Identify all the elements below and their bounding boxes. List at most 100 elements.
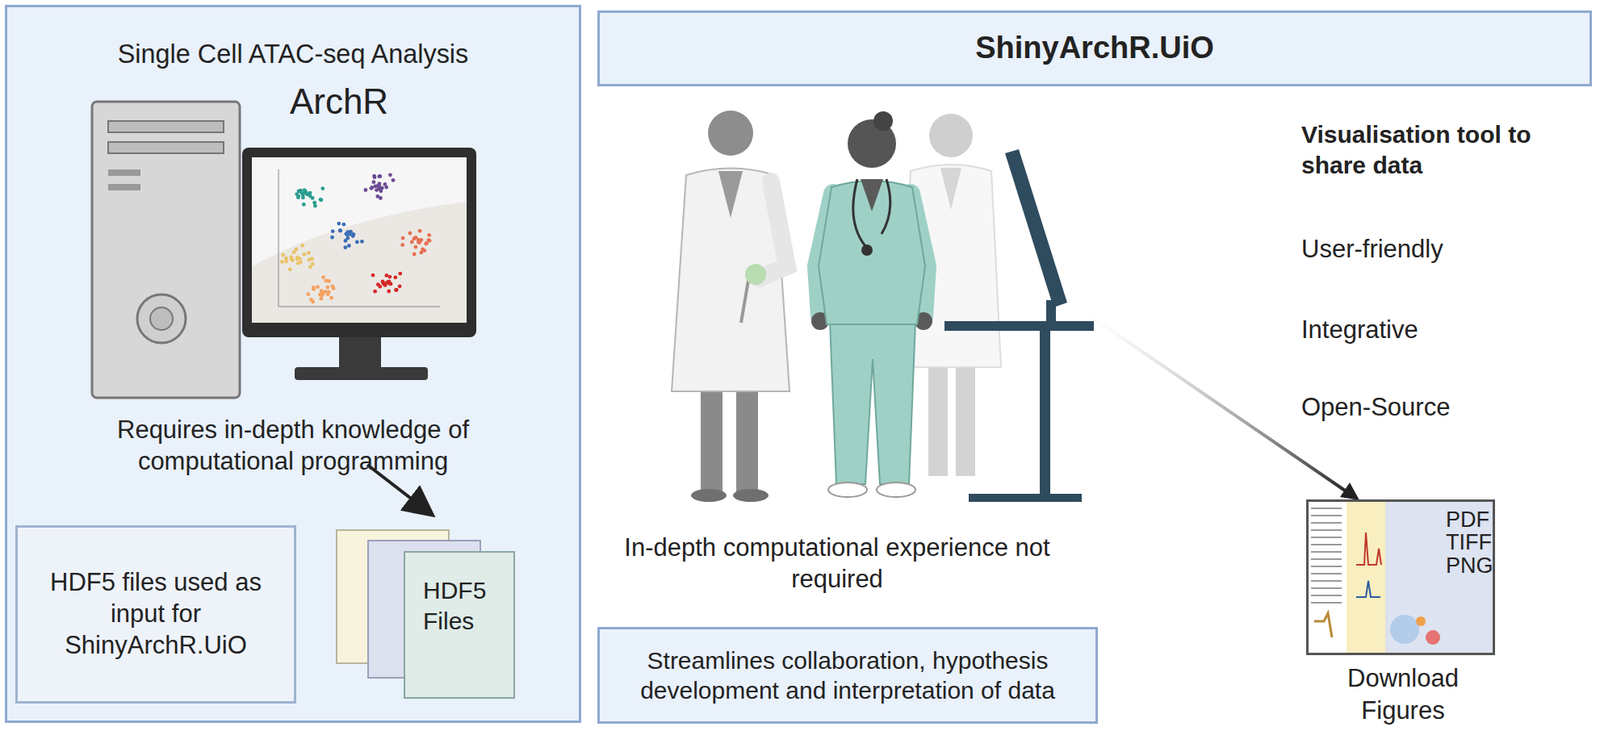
- illustration-part: [302, 252, 307, 257]
- illustration-part: [853, 179, 866, 247]
- illustration-part: [313, 204, 318, 209]
- illustration-part: [372, 174, 377, 179]
- illustration-part: [376, 174, 382, 179]
- illustration-part: [372, 289, 377, 294]
- illustration-part: [388, 172, 393, 177]
- illustration-part: [427, 233, 432, 238]
- node-text: Download Figures: [1347, 662, 1459, 729]
- input-box: HDF5 files used as input for ShinyArchR.…: [15, 525, 297, 704]
- software-name: ArchR: [274, 79, 404, 124]
- illustration-part: [384, 273, 389, 278]
- figure-thumbnail-box: PDF TIFF PNGDownload Figures: [1306, 499, 1496, 656]
- illustration-part: [944, 321, 1094, 331]
- illustration-part: [92, 101, 240, 398]
- illustration-part: [296, 195, 301, 200]
- illustration-part: [940, 167, 962, 210]
- illustration-part: [412, 252, 417, 257]
- illustration-part: [321, 275, 326, 280]
- illustration-part: [338, 228, 343, 233]
- node-text: PDF TIFF PNG: [1445, 508, 1494, 578]
- illustration-part: [311, 287, 316, 292]
- illustration-part: [318, 197, 323, 202]
- illustration-part: [308, 265, 313, 270]
- illustration-part: [419, 238, 424, 243]
- illustration-part: [928, 355, 948, 477]
- illustration-part: [251, 201, 467, 323]
- illustration-part: [424, 241, 429, 246]
- illustration-part: [1310, 573, 1342, 575]
- arrow-head: [1340, 482, 1360, 501]
- nurse-figure: [811, 111, 933, 498]
- illustration-part: [1005, 149, 1068, 308]
- illustration-part: [347, 243, 352, 248]
- illustration-part: [1425, 630, 1441, 646]
- illustration-part: [300, 243, 305, 248]
- illustration-part: [1310, 587, 1342, 590]
- illustration-part: [381, 280, 386, 285]
- figure-thumbnail: [1306, 499, 1496, 656]
- illustration-part: [707, 110, 754, 156]
- illustration-part: [955, 355, 976, 477]
- feature-item: Open-Source: [1301, 392, 1568, 424]
- title-ground: [597, 10, 1592, 87]
- illustration-part: [306, 292, 311, 297]
- illustration-part: [828, 482, 868, 498]
- illustration-part: [326, 290, 331, 295]
- illustration-part: [418, 229, 423, 234]
- illustration-part: [372, 180, 377, 185]
- node-text: ShinyArchR.UiO: [975, 29, 1215, 68]
- illustration-part: [108, 121, 224, 133]
- illustration-part: [306, 251, 311, 256]
- illustration-part: [369, 186, 374, 191]
- node-text: HDF5 files used as input for ShinyArchR.…: [34, 567, 277, 662]
- node-text: Requires in-depth knowledge of computati…: [83, 414, 503, 478]
- illustration-part: [321, 292, 326, 297]
- illustration-part: [1306, 499, 1496, 656]
- illustration-part: [400, 242, 405, 248]
- illustration-part: [376, 184, 382, 189]
- illustration-part: [280, 259, 285, 264]
- illustration-part: [301, 196, 306, 201]
- illustration-part: [251, 157, 467, 323]
- illustration-part: [284, 256, 289, 261]
- illustration-part: [288, 268, 293, 273]
- illustration-part: [968, 494, 1082, 503]
- illustration-part: [330, 229, 336, 234]
- illustration-part: [691, 489, 727, 503]
- illustration-part: [414, 245, 419, 250]
- illustration-part: [108, 184, 141, 191]
- illustration-part: [360, 239, 365, 244]
- illustration-part: [376, 282, 381, 287]
- illustration-part: [312, 201, 317, 206]
- illustration-part: [242, 147, 477, 338]
- illustration-part: [732, 489, 769, 503]
- feature-heading: Visualisation tool to share data: [1301, 119, 1560, 181]
- illustration-part: [326, 279, 331, 284]
- node-text: Single Cell ATAC-seq Analysis: [7, 37, 579, 72]
- illustration-part: [1310, 602, 1342, 604]
- summary-box: Streamlines collaboration, hypothesis de…: [597, 627, 1098, 725]
- illustration-part: [289, 255, 294, 260]
- illustration-part: [343, 245, 348, 250]
- illustration-part: [294, 367, 428, 381]
- illustration-part: [745, 263, 767, 285]
- illustration-part: [1310, 544, 1342, 546]
- illustration-part: [1039, 330, 1051, 497]
- illustration-part: [929, 113, 973, 158]
- title-box: ShinyArchR.UiO: [597, 10, 1592, 87]
- illustration-part: [1310, 536, 1342, 539]
- illustration-part: [371, 273, 376, 278]
- illustration-part: [339, 332, 382, 372]
- illustration-part: [423, 242, 428, 247]
- illustration-part: [320, 186, 325, 191]
- illustration-part: [379, 188, 384, 193]
- illustration-part: [389, 282, 394, 287]
- illustration-part: [1390, 615, 1420, 645]
- illustration-part: [1346, 499, 1389, 656]
- illustration-part: [375, 194, 380, 199]
- illustration-part: [338, 229, 343, 234]
- illustration-part: [319, 297, 324, 302]
- illustration-part: [1310, 507, 1342, 510]
- illustration-part: [397, 284, 403, 289]
- illustration-part: [298, 260, 303, 265]
